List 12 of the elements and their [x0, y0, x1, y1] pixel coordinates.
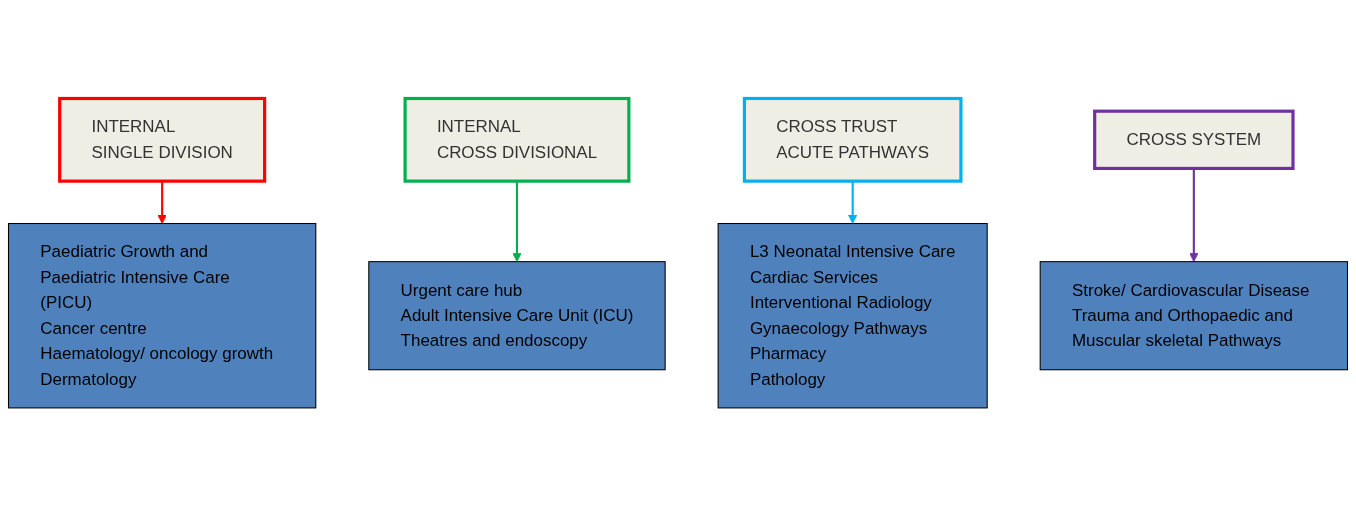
node-box: CROSS SYSTEM [1093, 109, 1295, 170]
node-box: INTERNAL SINGLE DIVISION [58, 96, 267, 183]
arrow [848, 180, 858, 224]
node-box: L3 Neonatal Intensive Care Cardiac Services Interventional Radiology Gynaecology Pathways Pharmacy Pathology [717, 222, 988, 409]
node-box: Urgent care hub Adult Intensive Care Unit (ICU) Theatres and endoscopy [368, 260, 666, 371]
arrow [157, 180, 167, 224]
node-box: Stroke/ Cardiovascular Disease Trauma and Orthopaedic and Muscular skeletal Pathways [1039, 260, 1349, 371]
arrow [512, 180, 522, 262]
arrow [1189, 168, 1199, 262]
node-box: CROSS TRUST ACUTE PATHWAYS [742, 96, 963, 183]
node-box: Paediatric Growth and Paediatric Intensive Care (PICU) Cancer centre Haematology/ oncology growth Dermatology [7, 222, 317, 409]
node-box: INTERNAL CROSS DIVISIONAL [403, 96, 631, 183]
